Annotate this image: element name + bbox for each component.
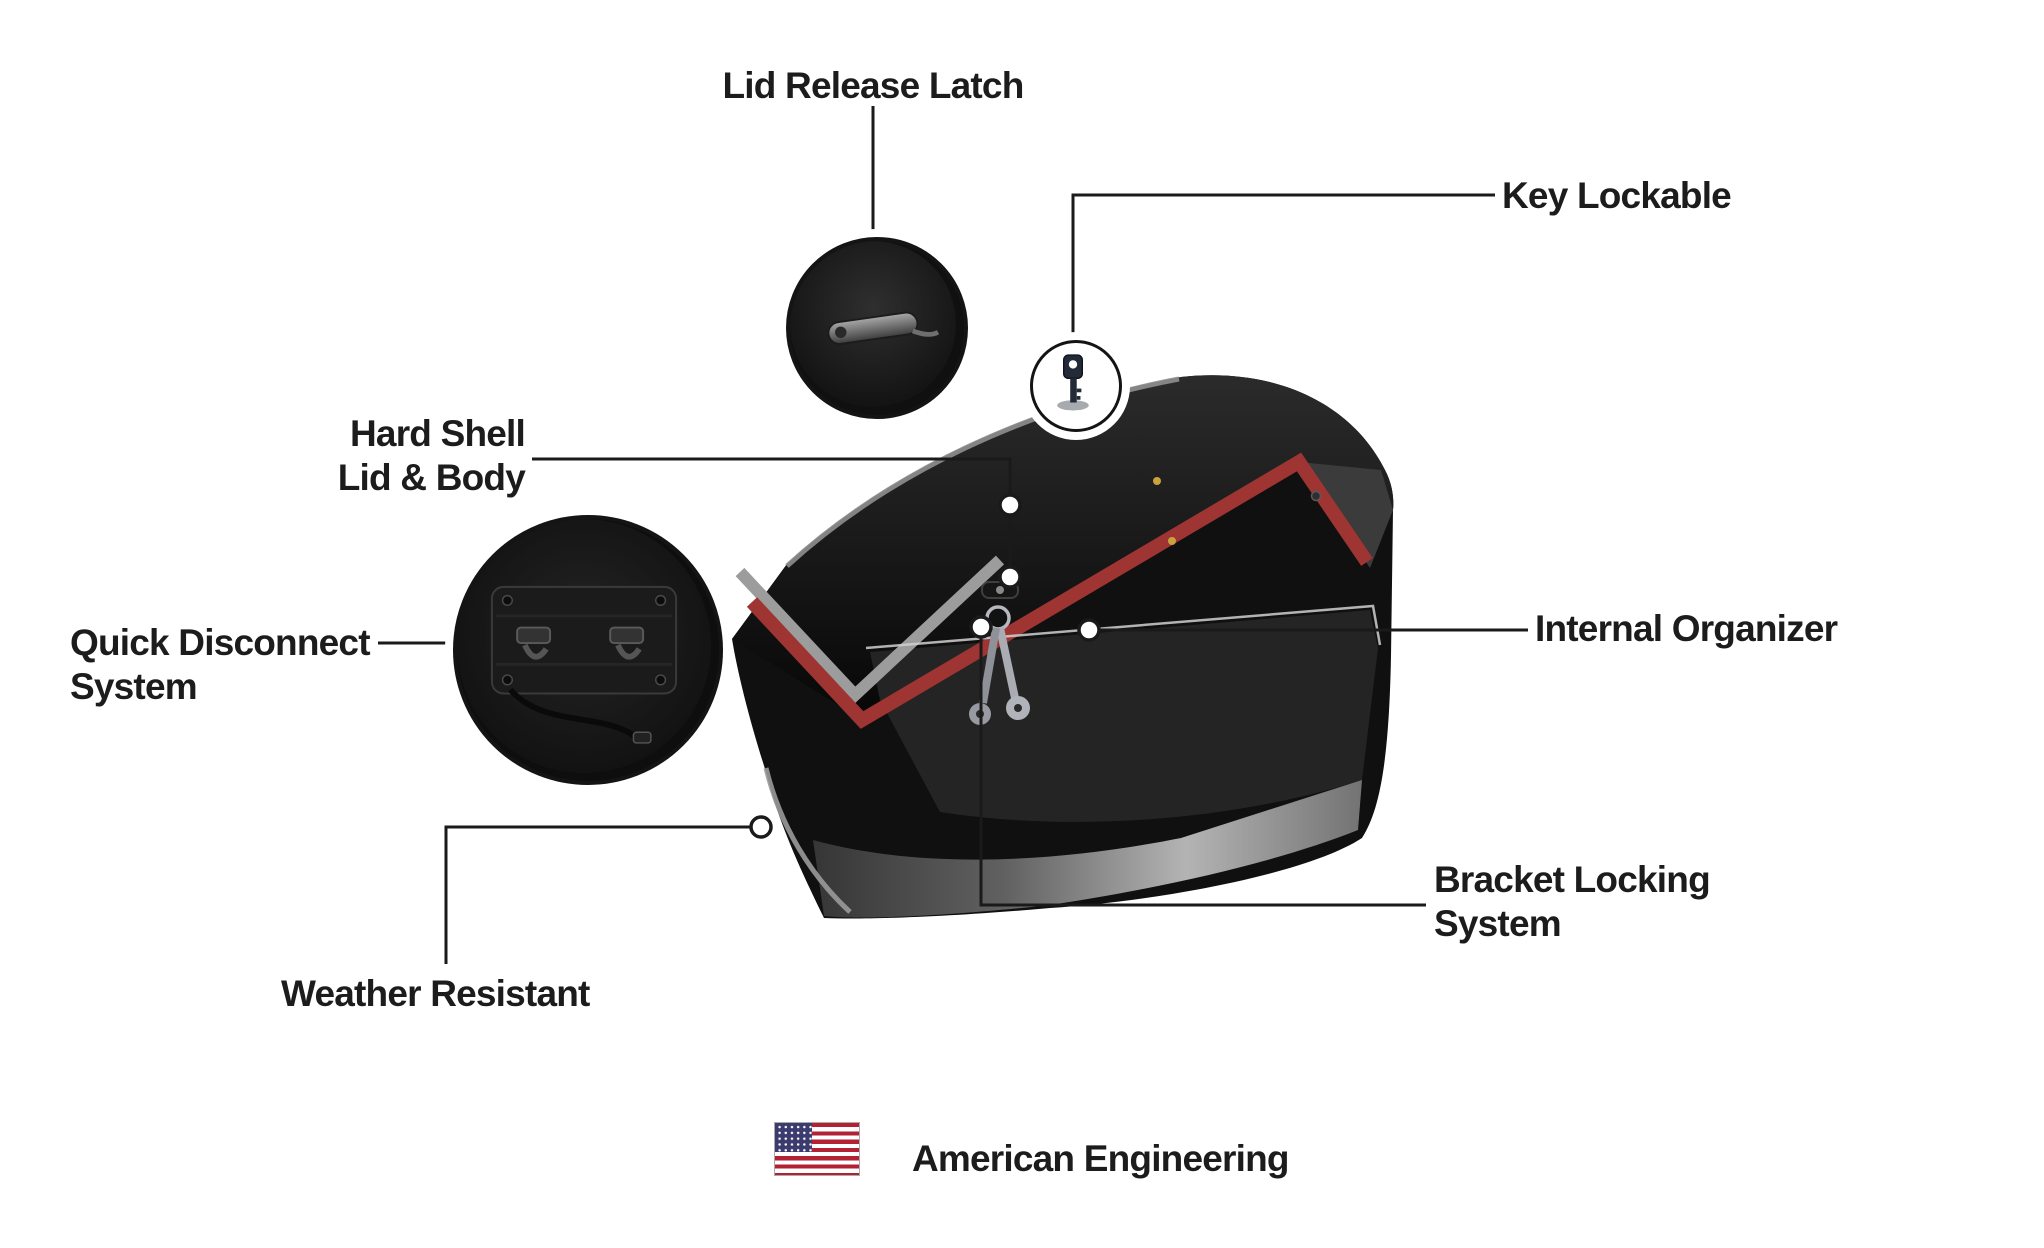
label-bracket-locking: Bracket Locking System xyxy=(1434,858,1711,946)
quick-disconnect-mount-icon xyxy=(457,519,711,773)
marker-hard-shell-lid xyxy=(998,493,1022,517)
red-accent-stripe xyxy=(746,452,1373,729)
quick-disconnect-inset xyxy=(453,515,723,785)
label-key-lockable: Key Lockable xyxy=(1502,175,1732,216)
line-bracket-locking xyxy=(979,636,1426,907)
marker-hard-shell-body xyxy=(998,565,1022,589)
screw-dot xyxy=(1310,490,1322,502)
label-american-engineering: American Engineering xyxy=(912,1138,1290,1179)
line-key-lockable xyxy=(1071,193,1495,334)
label-internal-organizer: Internal Organizer xyxy=(1535,608,1838,649)
marker-internal-organizer xyxy=(1077,618,1101,642)
label-bracket-locking-line2: System xyxy=(1434,903,1562,944)
label-hard-shell: Hard Shell Lid & Body xyxy=(337,412,526,500)
mount-cable xyxy=(508,687,640,741)
bag-lower-highlight xyxy=(813,780,1362,918)
bag-lid xyxy=(732,375,1394,718)
us-flag-canton xyxy=(775,1123,812,1152)
label-lid-release-latch: Lid Release Latch xyxy=(722,65,1024,106)
label-hard-shell-line2: Lid & Body xyxy=(337,457,526,498)
organizer-outline xyxy=(865,604,1382,650)
marker-weather-resistant xyxy=(749,815,773,839)
label-quick-disconnect-line2: System xyxy=(70,666,198,707)
label-hard-shell-line1: Hard Shell xyxy=(350,413,526,454)
line-weather-resistant xyxy=(444,825,752,964)
marker-bracket-locking xyxy=(969,615,993,639)
key-lock-inset xyxy=(1030,340,1122,432)
gray-chevron-trim xyxy=(735,555,1005,704)
organizer-panel xyxy=(870,610,1378,822)
us-flag-icon xyxy=(774,1122,860,1176)
label-quick-disconnect-line1: Quick Disconnect xyxy=(70,622,371,663)
gold-rivet xyxy=(1168,537,1176,545)
label-quick-disconnect: Quick Disconnect System xyxy=(70,621,371,709)
bottom-left-piping xyxy=(763,767,852,914)
key-icon xyxy=(1057,354,1089,411)
line-hard-shell xyxy=(532,457,1012,577)
saddlebag-illustration xyxy=(732,375,1394,919)
latch-icon xyxy=(790,241,956,407)
gold-rivet xyxy=(1153,477,1161,485)
label-weather-resistant: Weather Resistant xyxy=(281,973,590,1014)
label-bracket-locking-line1: Bracket Locking xyxy=(1434,859,1711,900)
mount-bracket xyxy=(516,626,645,660)
lid-latch-inset xyxy=(786,237,968,419)
